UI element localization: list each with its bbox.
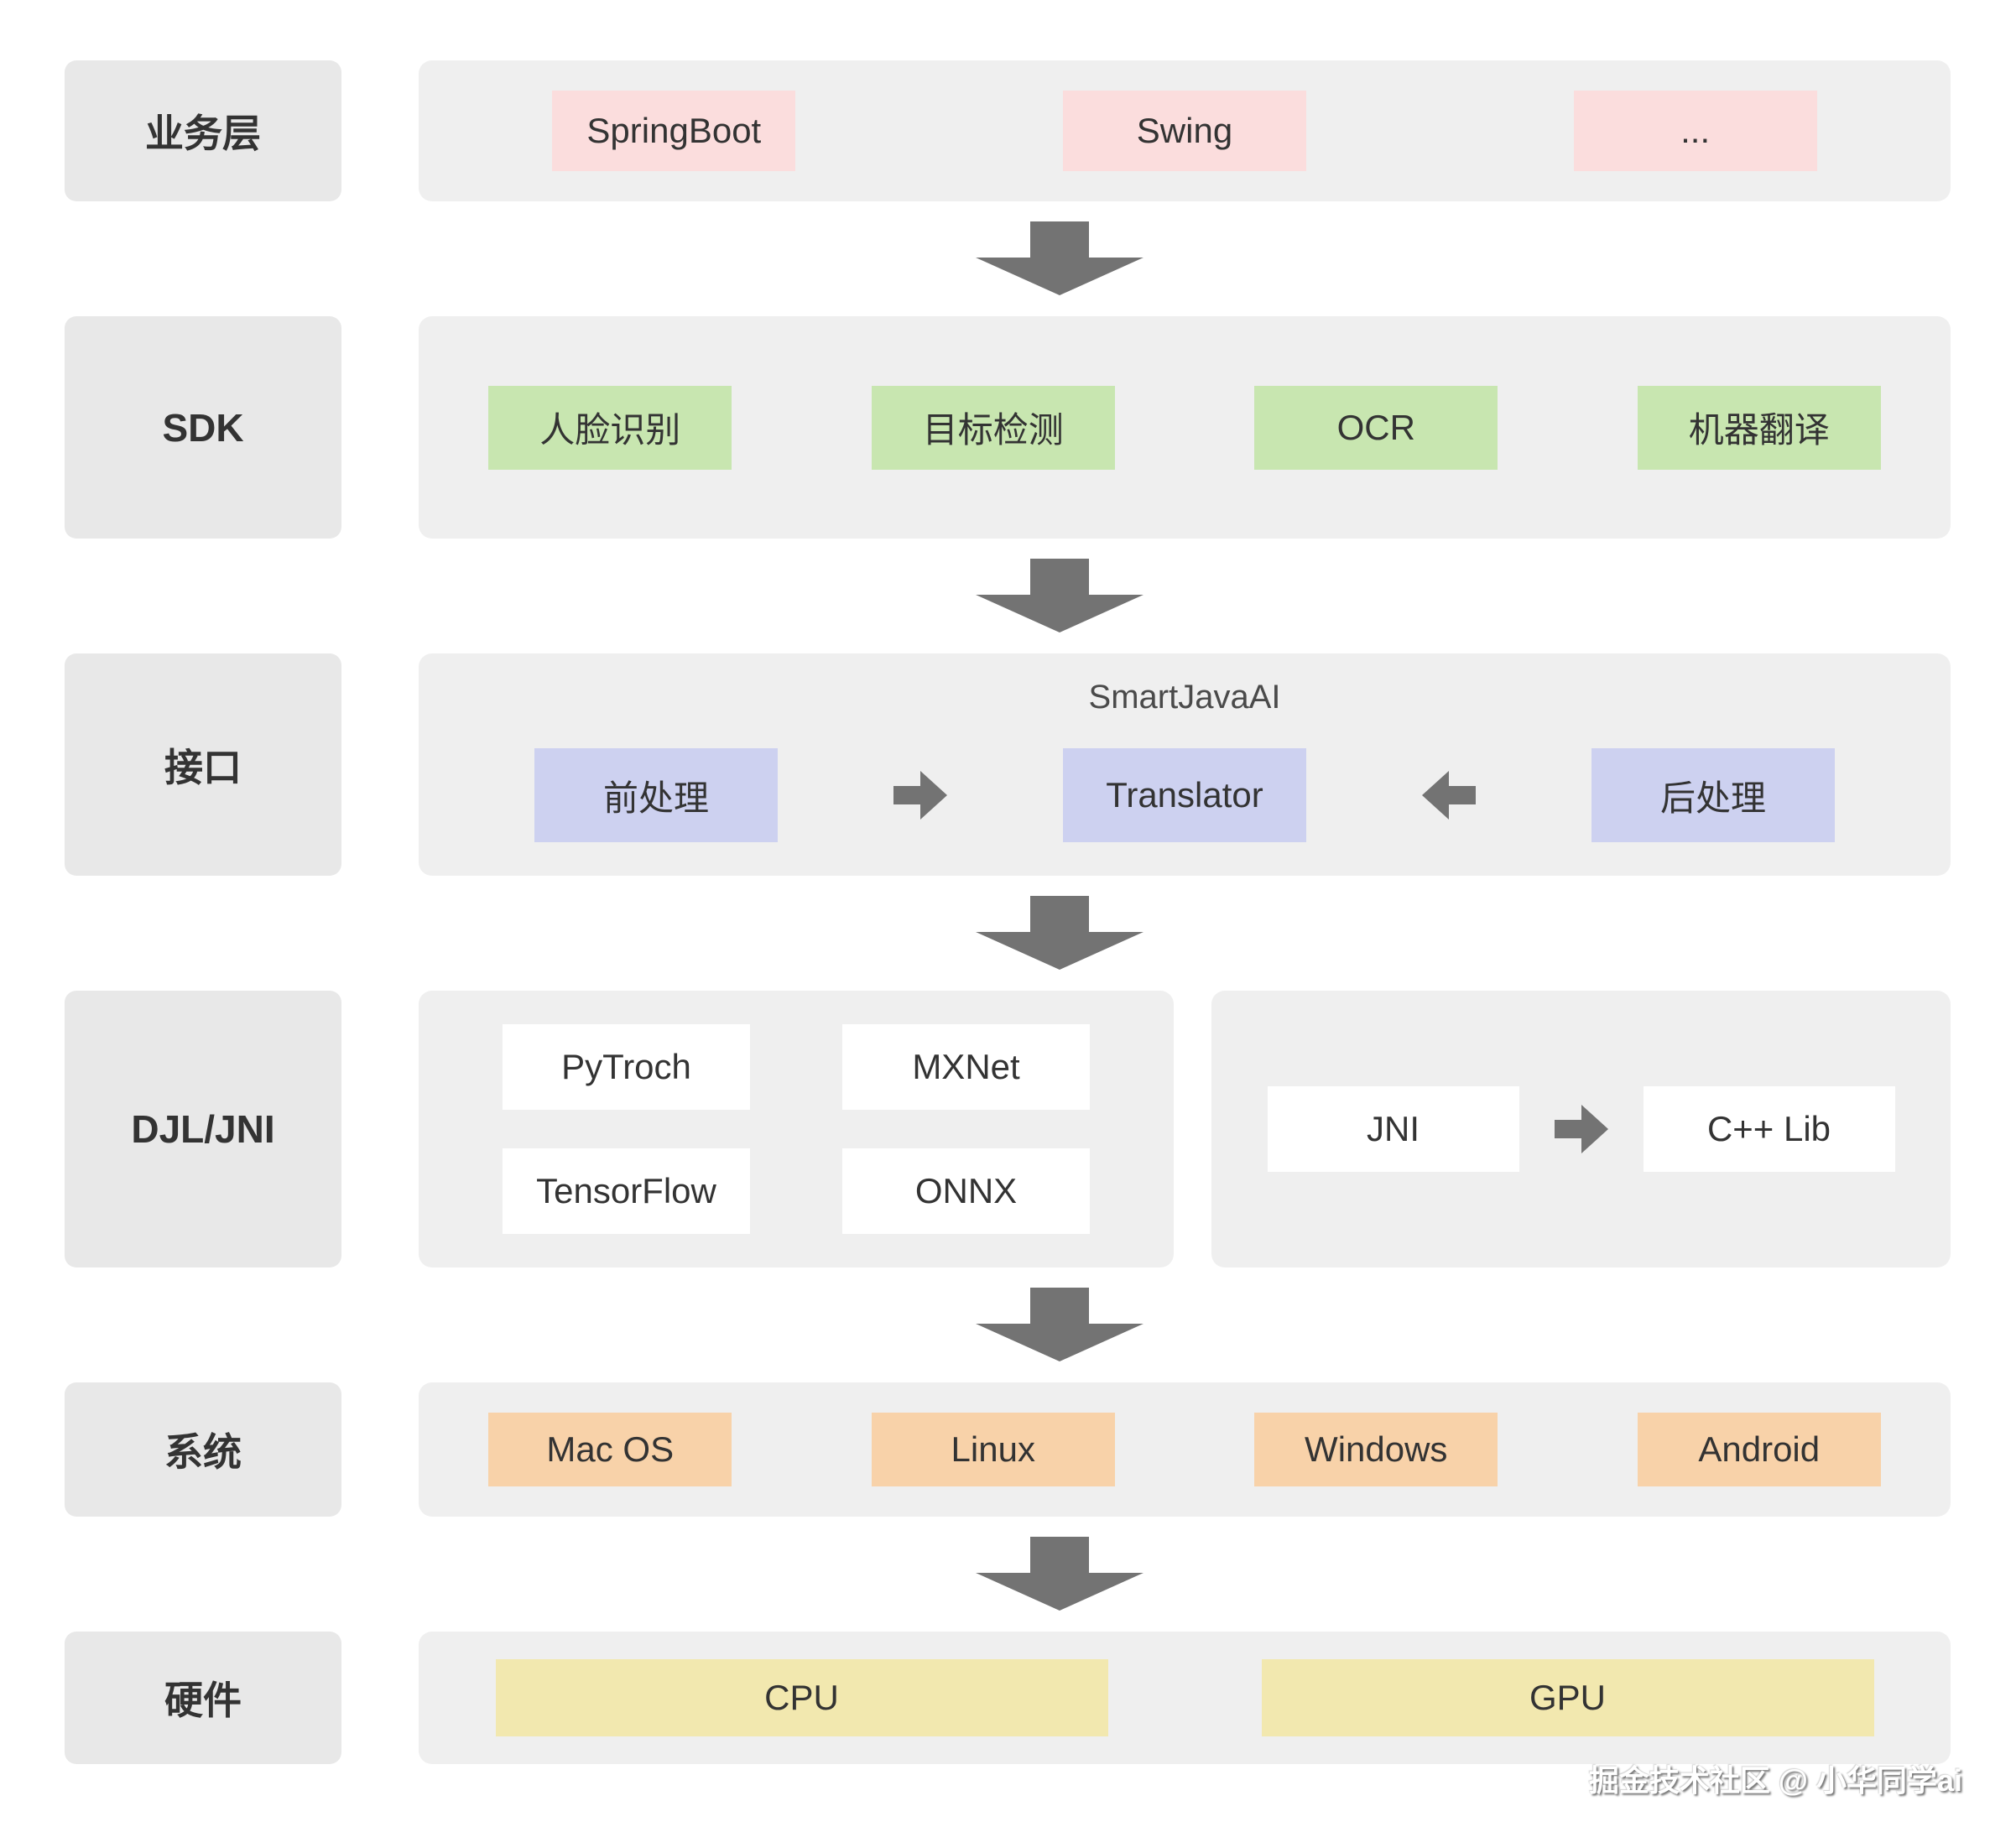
- hardware-layer-row: 硬件 CPU GPU: [65, 1632, 1951, 1764]
- left-arrow-icon: [1422, 771, 1476, 820]
- arrow-gap-3: [65, 876, 1951, 991]
- arrow-gap-1: [65, 201, 1951, 316]
- postprocess-box: 后处理: [1591, 748, 1835, 842]
- api-layer-row: 接口 SmartJavaAI 前处理 Translator 后处理: [65, 653, 1951, 876]
- springboot-box: SpringBoot: [552, 91, 796, 171]
- os-layer-content: Mac OS Linux Windows Android: [419, 1382, 1951, 1517]
- jni-container: JNI C++ Lib: [1211, 991, 1951, 1267]
- object-detection-box: 目标检测: [871, 385, 1115, 470]
- right-arrow-icon: [1554, 1105, 1608, 1153]
- translator-box: Translator: [1063, 748, 1306, 842]
- pytorch-box: PyTroch: [503, 1024, 750, 1110]
- sdk-layer-content: 人脸识别 目标检测 OCR 机器翻译: [419, 316, 1951, 539]
- row-label-os: 系统: [65, 1382, 341, 1517]
- face-recognition-box: 人脸识别: [488, 385, 732, 470]
- swing-box: Swing: [1062, 91, 1306, 171]
- linux-box: Linux: [871, 1413, 1115, 1486]
- row-label-djl-jni: DJL/JNI: [65, 991, 341, 1267]
- down-arrow-icon: [976, 896, 1143, 970]
- ocr-box: OCR: [1254, 385, 1498, 470]
- machine-translation-box: 机器翻译: [1637, 385, 1881, 470]
- mxnet-box: MXNet: [842, 1024, 1090, 1110]
- arrow-gap-2: [65, 539, 1951, 653]
- jni-box: JNI: [1267, 1086, 1519, 1172]
- djl-jni-layer-row: DJL/JNI PyTroch MXNet TensorFlow ONNX JN…: [65, 991, 1951, 1267]
- right-arrow-icon: [893, 771, 947, 820]
- row-label-sdk: SDK: [65, 316, 341, 539]
- hardware-layer-content: CPU GPU: [419, 1632, 1951, 1764]
- djl-jni-content: PyTroch MXNet TensorFlow ONNX JNI C++ Li…: [419, 991, 1951, 1267]
- macos-box: Mac OS: [488, 1413, 732, 1486]
- row-label-business: 业务层: [65, 60, 341, 201]
- more-box: ...: [1573, 91, 1817, 171]
- down-arrow-icon: [976, 559, 1143, 632]
- row-label-hardware: 硬件: [65, 1632, 341, 1764]
- down-arrow-icon: [976, 1288, 1143, 1361]
- business-layer-content: SpringBoot Swing ...: [419, 60, 1951, 201]
- architecture-diagram: 业务层 SpringBoot Swing ... SDK 人脸识别 目标检测 O…: [65, 60, 1951, 1764]
- tensorflow-box: TensorFlow: [503, 1148, 750, 1234]
- engines-container: PyTroch MXNet TensorFlow ONNX: [419, 991, 1174, 1267]
- smartjavaai-title: SmartJavaAI: [1088, 679, 1281, 716]
- onnx-box: ONNX: [842, 1148, 1090, 1234]
- cpp-lib-box: C++ Lib: [1643, 1086, 1895, 1172]
- android-box: Android: [1637, 1413, 1881, 1486]
- api-pipeline: 前处理 Translator 后处理: [419, 748, 1951, 842]
- gpu-box: GPU: [1261, 1659, 1874, 1736]
- os-layer-row: 系统 Mac OS Linux Windows Android: [65, 1382, 1951, 1517]
- sdk-layer-row: SDK 人脸识别 目标检测 OCR 机器翻译: [65, 316, 1951, 539]
- cpu-box: CPU: [495, 1659, 1108, 1736]
- api-layer-content: SmartJavaAI 前处理 Translator 后处理: [419, 653, 1951, 876]
- preprocess-box: 前处理: [534, 748, 778, 842]
- down-arrow-icon: [976, 221, 1143, 295]
- arrow-gap-5: [65, 1517, 1951, 1632]
- windows-box: Windows: [1254, 1413, 1498, 1486]
- row-label-api: 接口: [65, 653, 341, 876]
- arrow-gap-4: [65, 1267, 1951, 1382]
- business-layer-row: 业务层 SpringBoot Swing ...: [65, 60, 1951, 201]
- down-arrow-icon: [976, 1537, 1143, 1611]
- watermark-text: 掘金技术社区 @ 小华同学ai: [1588, 1763, 1962, 1798]
